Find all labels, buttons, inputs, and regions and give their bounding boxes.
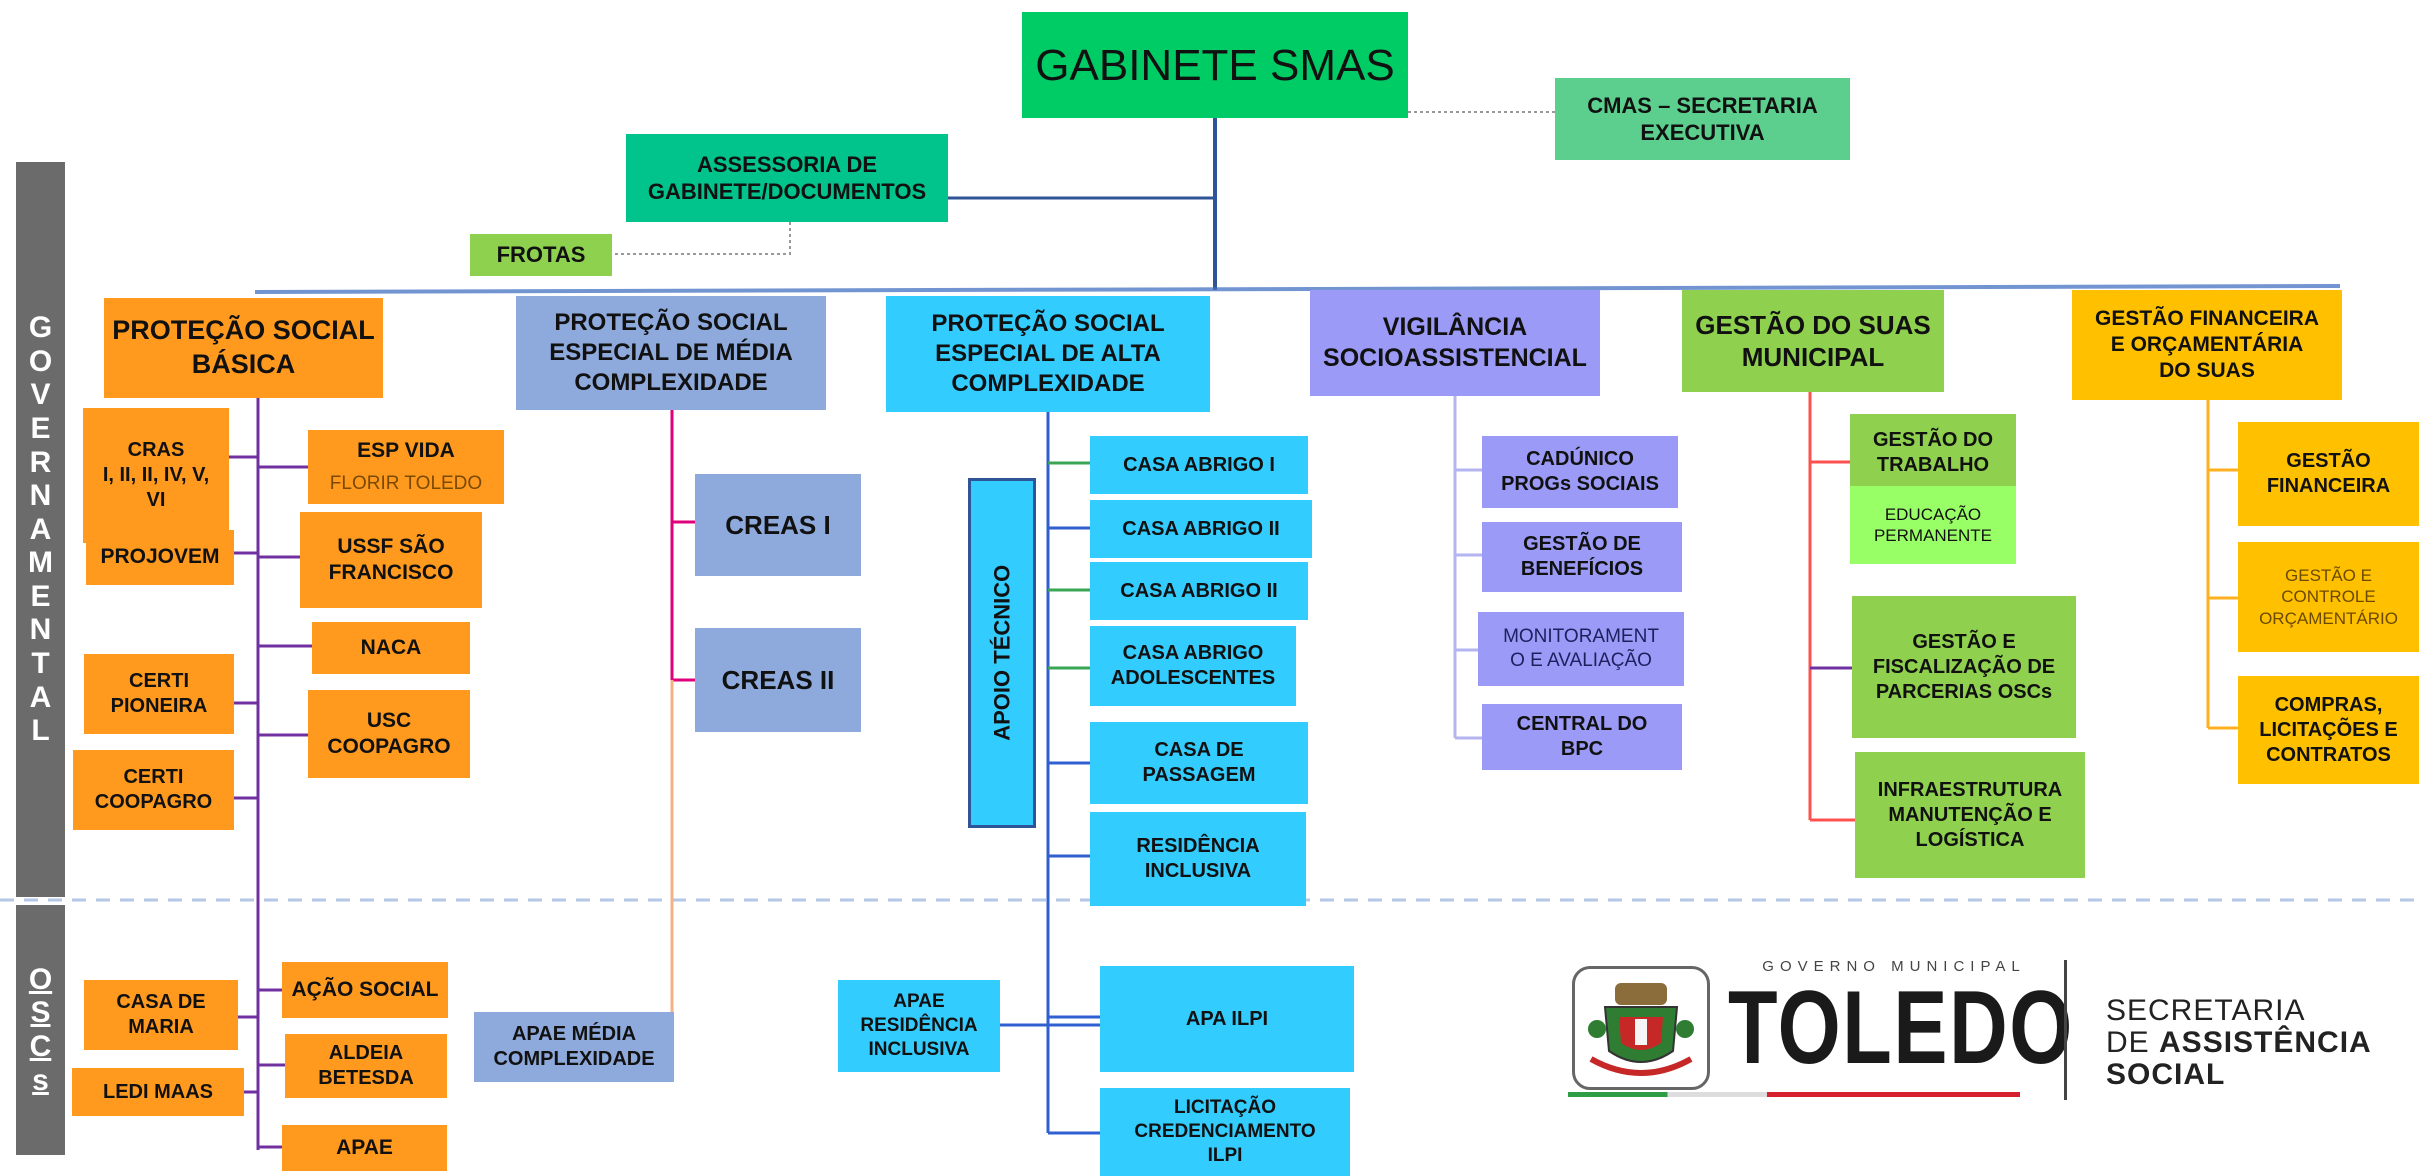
apae-media-complexidade-box[interactable]: APAE MÉDIA COMPLEXIDADE — [474, 1012, 674, 1082]
protecao-basica-box[interactable]: PROTEÇÃO SOCIAL BÁSICA — [104, 298, 383, 398]
governamental-letter: M — [28, 546, 53, 580]
casa-abrigo-ii-box[interactable]: CASA ABRIGO II — [1090, 500, 1312, 558]
oscs-letter: s — [32, 1063, 49, 1097]
acao-social-box[interactable]: AÇÃO SOCIAL — [282, 962, 448, 1018]
gabinete-smas-box[interactable]: GABINETE SMAS — [1022, 12, 1408, 118]
gestao-parcerias-box[interactable]: GESTÃO E FISCALIZAÇÃO DE PARCERIAS OSCs — [1852, 596, 2076, 738]
monitoramento-box[interactable]: MONITORAMENT O E AVALIAÇÃO — [1478, 612, 1684, 686]
casa-abrigo-ii-second-box[interactable]: CASA ABRIGO II — [1090, 562, 1308, 620]
social-label: SOCIAL — [2106, 1058, 2226, 1091]
cmas-box[interactable]: CMAS – SECRETARIA EXECUTIVA — [1555, 78, 1850, 160]
governamental-letter: G — [28, 311, 53, 345]
residencia-inclusiva-box[interactable]: RESIDÊNCIA INCLUSIVA — [1090, 812, 1306, 906]
casa-de-maria-box[interactable]: CASA DE MARIA — [84, 980, 238, 1050]
gestao-suas-box[interactable]: GESTÃO DO SUAS MUNICIPAL — [1682, 290, 1944, 392]
apae-residencia-inclusiva-box[interactable]: APAE RESIDÊNCIA INCLUSIVA — [838, 980, 1000, 1072]
educacao-permanente-label: EDUCAÇÃO PERMANENTE — [1850, 486, 2016, 564]
logo-divider — [2064, 960, 2067, 1100]
esp-vida-box[interactable]: ESP VIDA FLORIR TOLEDO — [308, 430, 504, 504]
toledo-logo: GOVERNO MUNICIPAL TOLEDO SECRETARIA DE A… — [1568, 952, 2419, 1124]
governo-municipal-label: GOVERNO MUNICIPAL — [1762, 958, 2026, 975]
governamental-letter: N — [29, 613, 52, 647]
casa-de-passagem-box[interactable]: CASA DE PASSAGEM — [1090, 722, 1308, 804]
coat-of-arms-icon — [1572, 966, 1710, 1090]
vigilancia-box[interactable]: VIGILÂNCIA SOCIOASSISTENCIAL — [1310, 290, 1600, 396]
oscs-letter: O — [28, 962, 53, 996]
de-prefix: DE — [2106, 1026, 2160, 1059]
gestao-beneficios-box[interactable]: GESTÃO DE BENEFÍCIOS — [1482, 522, 1682, 592]
creas-ii-box[interactable]: CREAS II — [695, 628, 861, 732]
cadunico-box[interactable]: CADÚNICO PROGs SOCIAIS — [1482, 436, 1678, 508]
flag-stripe — [1568, 1092, 2020, 1097]
oscs-letter: C — [29, 1030, 52, 1063]
certi-coopagro-box[interactable]: CERTI COOPAGRO — [73, 750, 234, 830]
governamental-letter: E — [30, 579, 51, 613]
apae-osc-box[interactable]: APAE — [282, 1125, 447, 1171]
aldeia-betesda-box[interactable]: ALDEIA BETESDA — [285, 1034, 447, 1098]
certi-pioneira-box[interactable]: CERTI PIONEIRA — [84, 654, 234, 734]
frotas-box[interactable]: FROTAS — [470, 234, 612, 276]
apoio-tecnico-box[interactable]: APOIO TÉCNICO — [968, 478, 1036, 828]
gestao-financeira-box[interactable]: GESTÃO FINANCEIRA — [2238, 422, 2419, 526]
oscs-sidebar: O S C s — [16, 905, 65, 1155]
ussf-sao-francisco-box[interactable]: USSF SÃO FRANCISCO — [300, 512, 482, 608]
governamental-letter: V — [30, 378, 51, 412]
governamental-letter: R — [29, 445, 52, 479]
florir-toledo-label: FLORIR TOLEDO — [329, 473, 483, 495]
central-bpc-box[interactable]: CENTRAL DO BPC — [1482, 704, 1682, 770]
secretaria-label: SECRETARIA — [2106, 994, 2306, 1027]
governamental-letter: L — [31, 714, 50, 748]
gestao-trabalho-box[interactable]: GESTÃO DO TRABALHO EDUCAÇÃO PERMANENTE — [1850, 414, 2016, 564]
toledo-wordmark: TOLEDO — [1728, 970, 2074, 1086]
casa-abrigo-i-box[interactable]: CASA ABRIGO I — [1090, 436, 1308, 494]
compras-licitacoes-box[interactable]: COMPRAS, LICITAÇÕES E CONTRATOS — [2238, 676, 2419, 784]
governamental-letter: O — [28, 344, 53, 378]
ledi-maas-box[interactable]: LEDI MAAS — [72, 1068, 244, 1116]
usc-coopagro-box[interactable]: USC COOPAGRO — [308, 690, 470, 778]
licitacao-credenciamento-ilpi-box[interactable]: LICITAÇÃO CREDENCIAMENTO ILPI — [1100, 1088, 1350, 1176]
governamental-letter: N — [29, 479, 52, 513]
assessoria-box[interactable]: ASSESSORIA DE GABINETE/DOCUMENTOS — [626, 134, 948, 222]
naca-box[interactable]: NACA — [312, 622, 470, 674]
infraestrutura-box[interactable]: INFRAESTRUTURA MANUTENÇÃO E LOGÍSTICA — [1855, 752, 2085, 878]
assistencia-word: ASSISTÊNCIA — [2159, 1026, 2372, 1059]
de-assistencia-label: DE ASSISTÊNCIA — [2106, 1026, 2372, 1060]
apoio-tecnico-label: APOIO TÉCNICO — [989, 564, 1015, 742]
gestao-financeira-orcamentaria-box[interactable]: GESTÃO FINANCEIRA E ORÇAMENTÁRIA DO SUAS — [2072, 290, 2342, 400]
governamental-letter: A — [29, 512, 52, 546]
creas-i-box[interactable]: CREAS I — [695, 474, 861, 576]
governamental-letter: E — [30, 411, 51, 445]
cras-box[interactable]: CRAS I, II, II, IV, V, VI — [83, 408, 229, 543]
oscs-letter: S — [30, 996, 51, 1030]
gestao-trabalho-label: GESTÃO DO TRABALHO — [1872, 429, 1993, 476]
esp-vida-label: ESP VIDA — [357, 439, 455, 462]
gestao-controle-orcamentario-box[interactable]: GESTÃO E CONTROLE ORÇAMENTÁRIO — [2238, 542, 2419, 652]
apa-ilpi-box[interactable]: APA ILPI — [1100, 966, 1354, 1072]
projovem-box[interactable]: PROJOVEM — [86, 530, 234, 585]
casa-abrigo-adolescentes-box[interactable]: CASA ABRIGO ADOLESCENTES — [1090, 626, 1296, 706]
protecao-media-box[interactable]: PROTEÇÃO SOCIAL ESPECIAL DE MÉDIA COMPLE… — [516, 296, 826, 410]
protecao-alta-box[interactable]: PROTEÇÃO SOCIAL ESPECIAL DE ALTA COMPLEX… — [886, 296, 1210, 412]
governamental-letter: A — [29, 680, 52, 714]
governamental-letter: T — [31, 647, 50, 681]
governamental-sidebar: G O V E R N A M E N T A L — [16, 162, 65, 897]
